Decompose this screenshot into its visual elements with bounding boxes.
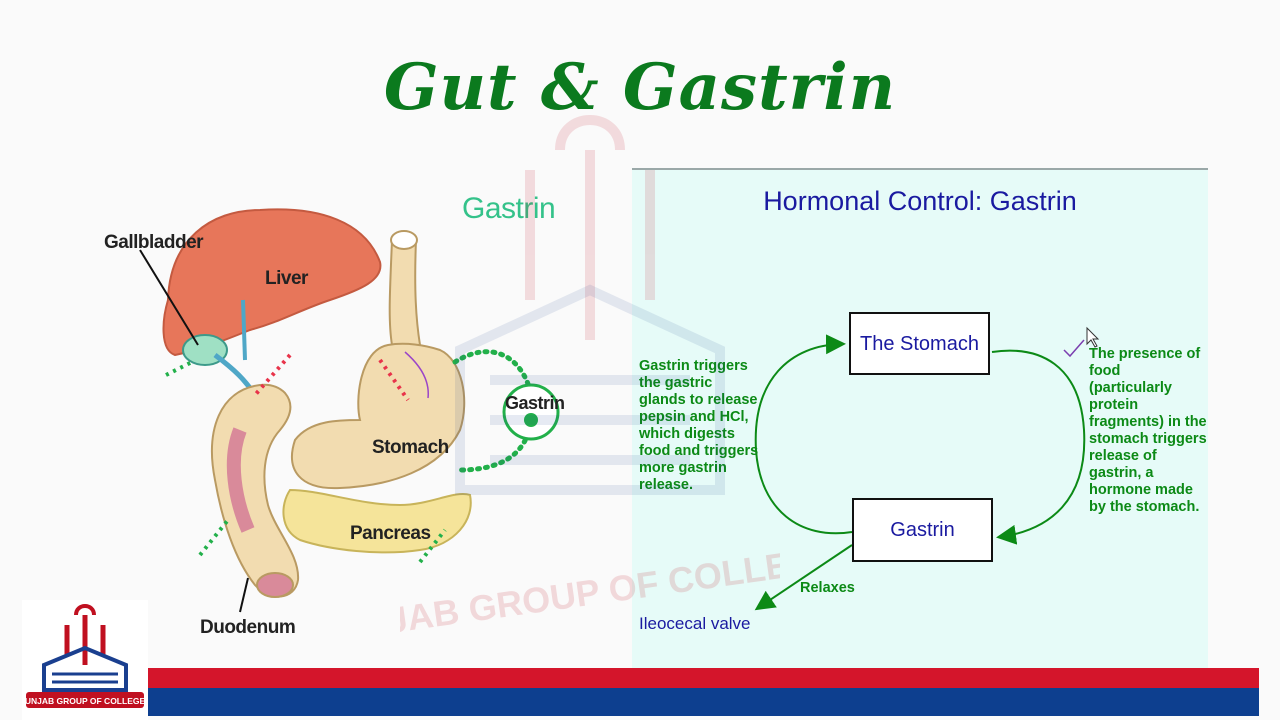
gastrin-trigger-text: The presence of food (particularly prote… <box>1089 346 1207 515</box>
esophagus-opening <box>390 230 418 250</box>
duodenum-inner <box>226 427 255 533</box>
arrow-stomach-to-gastrin <box>991 349 1086 545</box>
label-gastrin-circle: Gastrin <box>505 393 565 413</box>
label-liver: Liver <box>265 268 308 289</box>
label-pancreas: Pancreas <box>350 523 431 544</box>
label-stomach: Stomach <box>372 437 449 458</box>
label-gallbladder: Gallbladder <box>104 232 204 253</box>
red-dotted-arrow-duodenum <box>253 353 292 397</box>
green-dotted-arrow-pancreas <box>418 528 447 564</box>
gastrin-circle <box>502 383 560 441</box>
duodenum-leader-line <box>239 577 249 613</box>
arrow-gastrin-to-stomach <box>754 334 853 535</box>
cursor-icon <box>1086 326 1100 348</box>
purple-check-mark <box>1063 339 1085 358</box>
intestine-opening <box>256 572 294 598</box>
box-the-stomach: The Stomach <box>849 312 990 375</box>
hepatic-duct <box>241 299 247 361</box>
gallbladder-leader-line <box>139 249 199 346</box>
footer-red-bar <box>148 668 1259 688</box>
label-duodenum: Duodenum <box>200 617 296 638</box>
arrow-relaxes <box>754 544 853 611</box>
red-dotted-arrow-stomach <box>378 358 410 402</box>
liver-shape <box>162 208 382 357</box>
footer-blue-bar <box>148 688 1259 716</box>
purple-pen-mark <box>404 351 429 399</box>
gastrin-dot-icon <box>524 413 538 427</box>
logo-text: PUNJAB GROUP OF COLLEGES <box>22 696 148 706</box>
panel-title: Hormonal Control: Gastrin <box>763 186 1077 216</box>
pancreas-shape <box>282 488 472 554</box>
college-logo: PUNJAB GROUP OF COLLEGES <box>22 600 148 720</box>
gastrin-effect-text: Gastrin triggers the gastric glands to r… <box>639 358 759 493</box>
ileocecal-valve-label: Ileocecal valve <box>639 614 751 633</box>
anatomy-heading-gastrin: Gastrin <box>462 192 556 225</box>
stomach-shape <box>291 342 466 490</box>
relaxes-label: Relaxes <box>800 580 855 596</box>
hormonal-control-panel <box>632 168 1208 670</box>
box-gastrin: Gastrin <box>852 498 993 562</box>
green-dotted-arrow-gall <box>165 360 193 377</box>
slide-title: Gut & Gastrin <box>383 50 897 125</box>
